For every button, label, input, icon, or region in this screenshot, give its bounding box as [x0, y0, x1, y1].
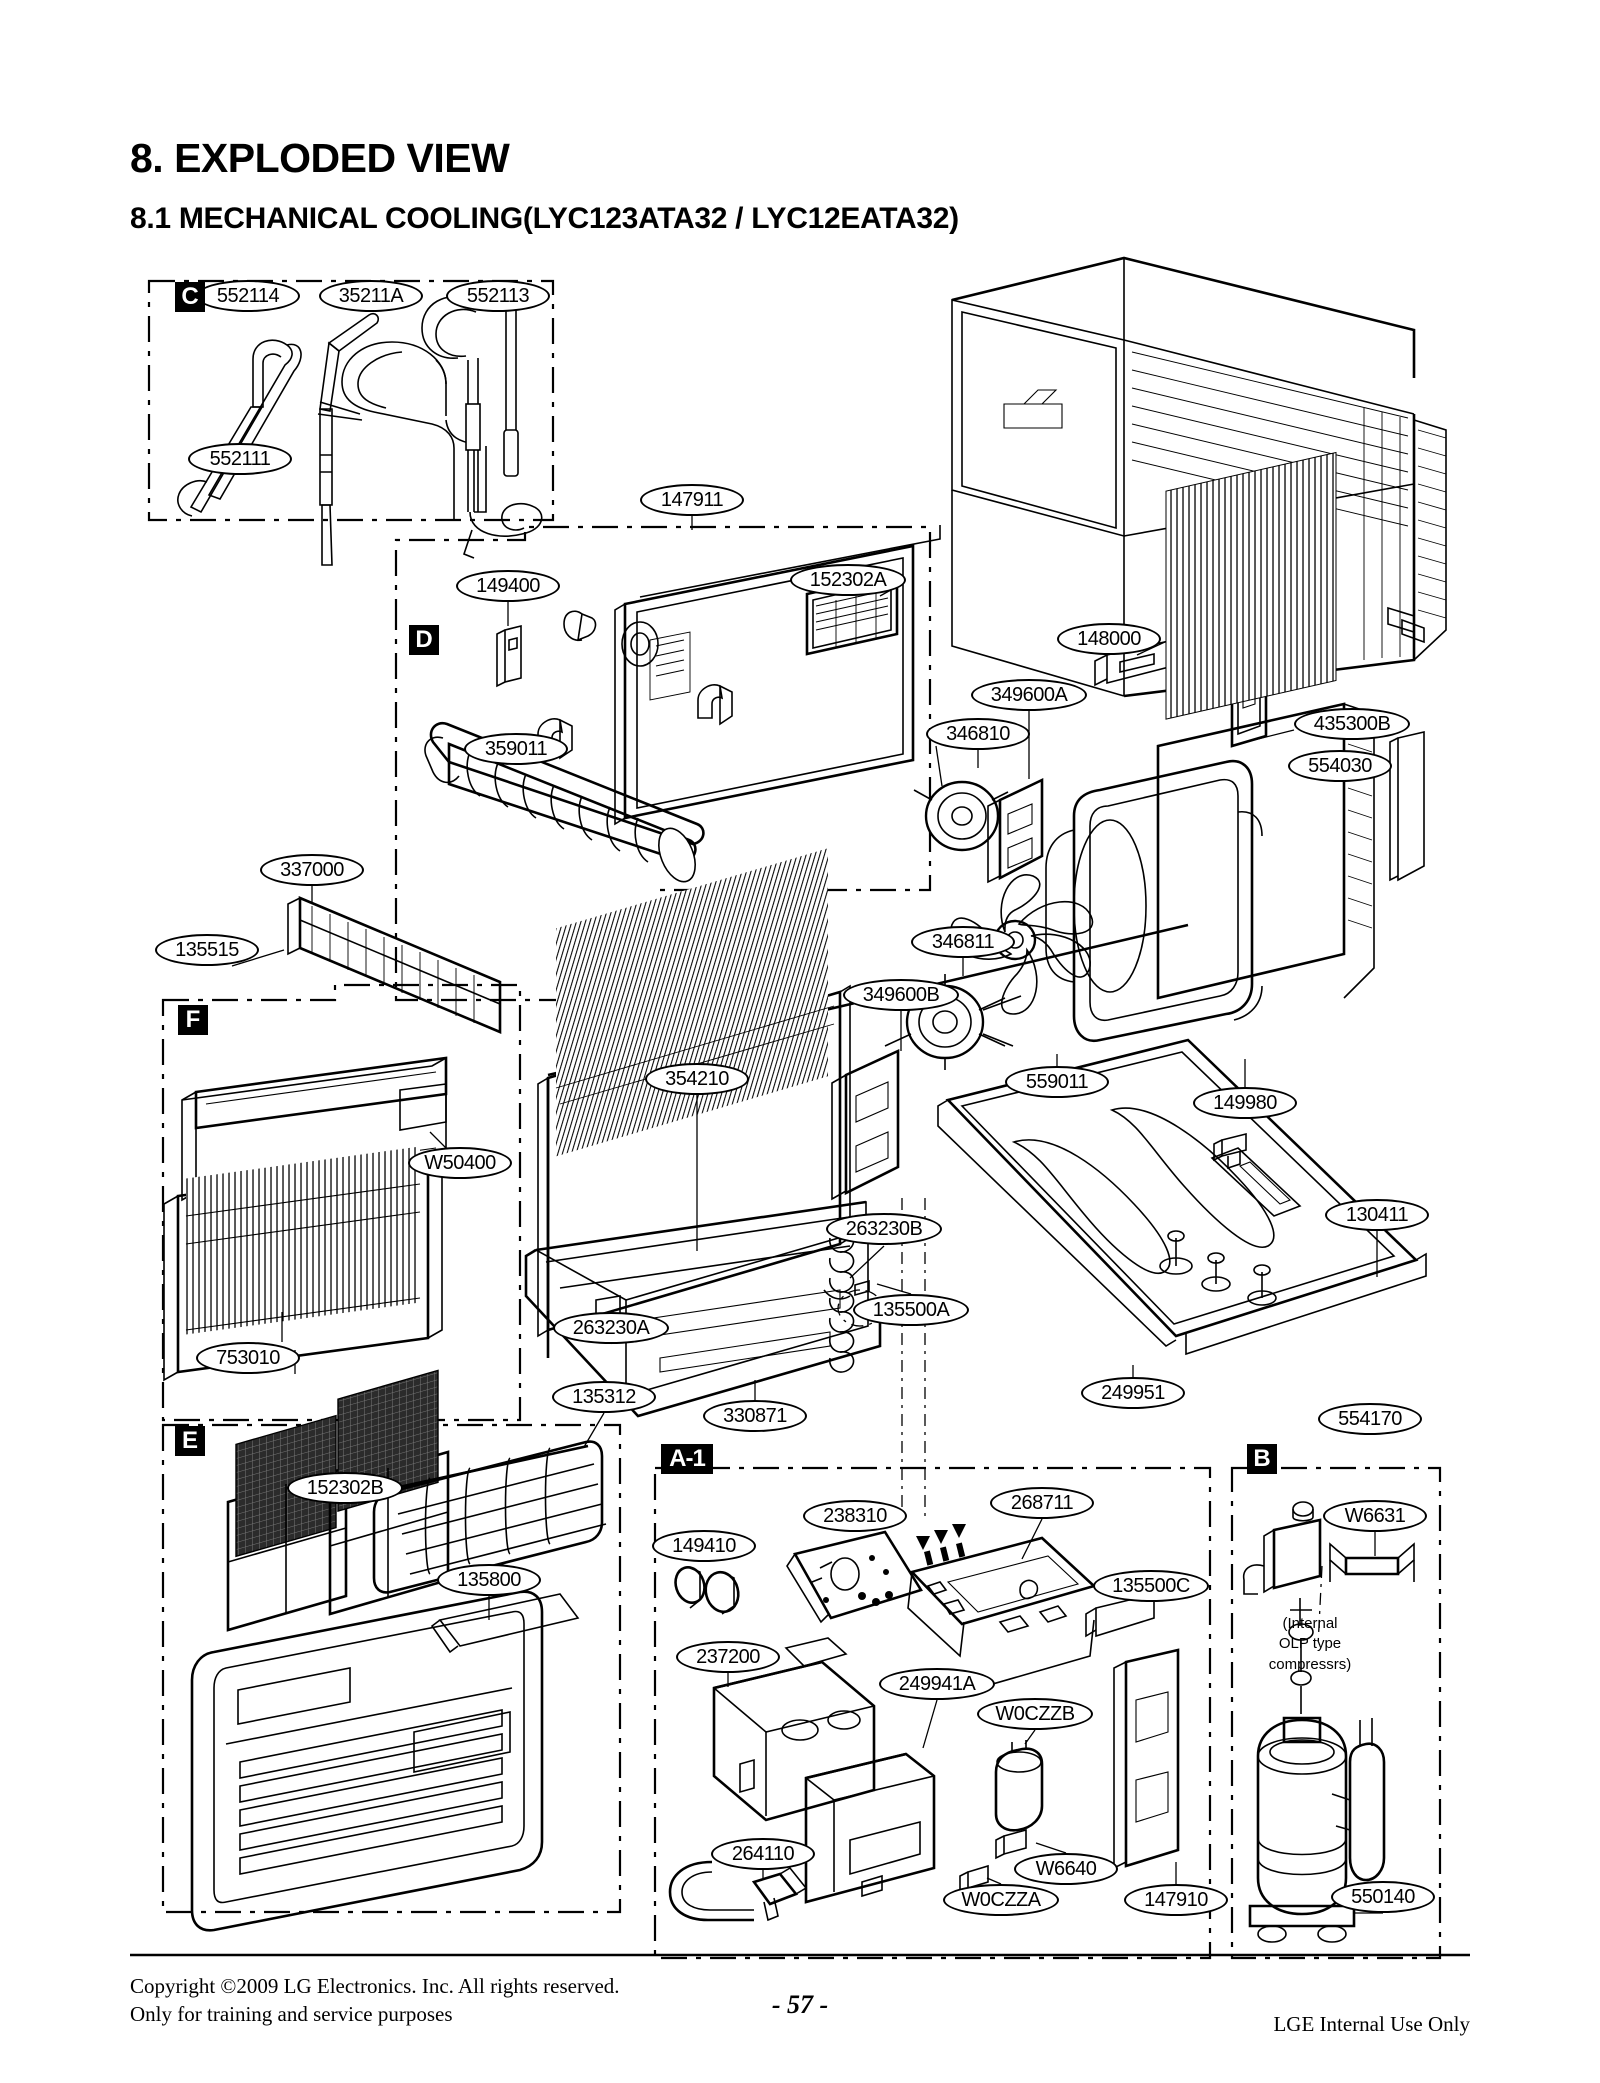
callout-550140: 550140 [1331, 1881, 1435, 1913]
callout-35211A: 35211A [319, 280, 423, 312]
callout-W50400: W50400 [408, 1147, 512, 1179]
callout-238310: 238310 [803, 1500, 907, 1532]
callout-263230A: 263230A [553, 1312, 669, 1344]
callout-349600B: 349600B [843, 979, 959, 1011]
callout-W0CZZB: W0CZZB [977, 1698, 1093, 1730]
footer-copyright: Copyright ©2009 LG Electronics. Inc. All… [130, 1972, 620, 2029]
callout-W0CZZA: W0CZZA [943, 1884, 1059, 1916]
copyright-line-2: Only for training and service purposes [130, 2002, 453, 2027]
callout-152302A: 152302A [790, 564, 906, 596]
callout-268711: 268711 [990, 1487, 1094, 1519]
internal-use-notice: LGE Internal Use Only [1273, 2012, 1470, 2036]
callout-559011: 559011 [1005, 1066, 1109, 1098]
callout-237200: 237200 [676, 1641, 780, 1673]
callout-552111: 552111 [188, 443, 292, 475]
callout-152302B: 152302B [287, 1472, 403, 1504]
group-label-b: B [1247, 1444, 1277, 1474]
callout-148000: 148000 [1057, 623, 1161, 655]
callout-135500C: 135500C [1093, 1570, 1209, 1602]
callout-149400: 149400 [456, 570, 560, 602]
callout-346811: 346811 [911, 926, 1015, 958]
callout-330871: 330871 [703, 1400, 807, 1432]
callout-354210: 354210 [645, 1063, 749, 1095]
callout-435300B: 435300B [1294, 708, 1410, 740]
callout-263230B: 263230B [826, 1213, 942, 1245]
callout-135515: 135515 [155, 934, 259, 966]
compressor-type-note: (Internal OLP type compressrs) [1268, 1615, 1352, 1673]
callout-249951: 249951 [1081, 1377, 1185, 1409]
callout-554170: 554170 [1318, 1403, 1422, 1435]
callout-349600A: 349600A [971, 679, 1087, 711]
callout-552113: 552113 [446, 280, 550, 312]
callout-249941A: 249941A [879, 1668, 995, 1700]
callout-753010: 753010 [196, 1342, 300, 1374]
group-label-d: D [409, 625, 439, 655]
callout-359011: 359011 [464, 733, 568, 765]
page-number: - 57 - [771, 1990, 829, 2019]
callout-130411: 130411 [1325, 1199, 1429, 1231]
callout-135800: 135800 [437, 1564, 541, 1596]
callout-346810: 346810 [926, 718, 1030, 750]
callout-W6640: W6640 [1014, 1853, 1118, 1885]
callout-135500A: 135500A [853, 1294, 969, 1326]
callout-554030: 554030 [1288, 750, 1392, 782]
callout-552114: 552114 [196, 280, 300, 312]
group-label-e: E [175, 1426, 205, 1456]
callout-135312: 135312 [552, 1381, 656, 1413]
callout-147911: 147911 [640, 484, 744, 516]
section-title: 8.1 MECHANICAL COOLING(LYC123ATA32 / LYC… [130, 202, 959, 235]
callout-264110: 264110 [711, 1838, 815, 1870]
callout-147910: 147910 [1124, 1884, 1228, 1916]
page-title: 8. EXPLODED VIEW [130, 135, 510, 181]
group-label-a1: A-1 [661, 1444, 713, 1474]
group-label-f: F [178, 1005, 208, 1035]
callout-149410: 149410 [652, 1530, 756, 1562]
callout-149980: 149980 [1193, 1087, 1297, 1119]
copyright-line-1: Copyright ©2009 LG Electronics. Inc. All… [130, 1974, 620, 1998]
callout-W6631: W6631 [1323, 1500, 1427, 1532]
group-label-c: C [175, 282, 205, 312]
callout-337000: 337000 [260, 854, 364, 886]
